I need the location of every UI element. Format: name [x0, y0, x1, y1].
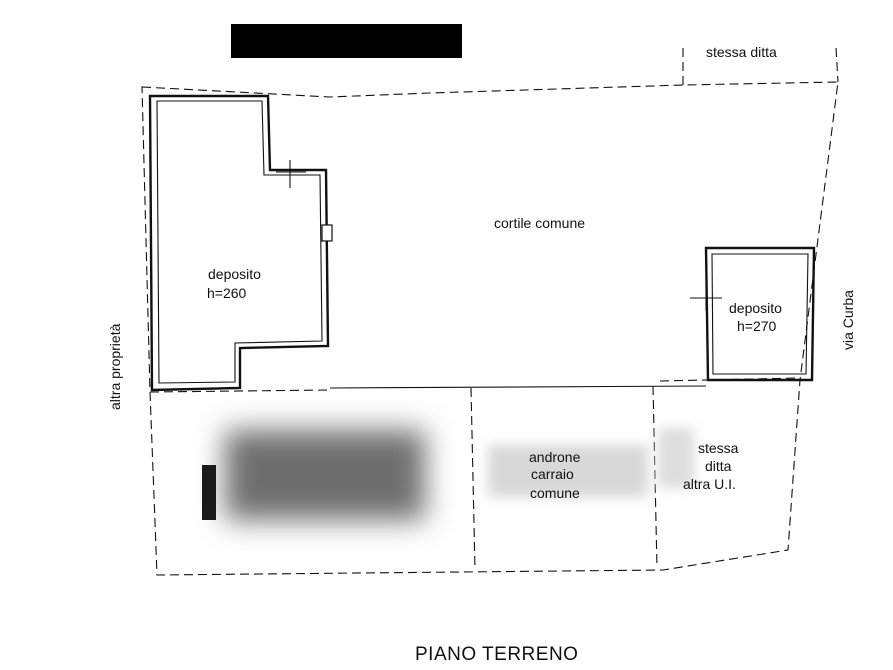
label-androne-3: comune	[530, 485, 580, 501]
deposito-right-walls	[704, 246, 816, 382]
stessa-smudge	[658, 428, 694, 488]
label-stessa-ditta-top: stessa ditta	[706, 44, 777, 60]
label-stessa-3: altra U.I.	[683, 476, 736, 492]
boundary-stessa-ditta-right	[835, 47, 839, 83]
androne-smudge	[488, 445, 648, 497]
deposito-left-inner	[156, 100, 323, 384]
label-deposito-left-height: h=260	[207, 285, 247, 301]
label-stessa-2: ditta	[705, 458, 732, 474]
label-androne-1: androne	[529, 449, 581, 465]
deposito-right-inner	[711, 253, 809, 375]
label-altra-proprieta: altra proprietà	[107, 323, 123, 410]
boundary-lower-top	[149, 389, 331, 393]
label-androne-2: carraio	[531, 466, 574, 482]
label-cortile: cortile comune	[494, 215, 585, 231]
deposito-left-walls	[148, 94, 330, 392]
plan-title: PIANO TERRENO	[415, 644, 578, 665]
redaction-block	[202, 465, 216, 520]
cross-mark-right	[690, 285, 722, 310]
label-deposito-right: deposito	[729, 300, 782, 316]
label-stessa-1: stessa	[698, 440, 739, 456]
boundary-androne-right	[652, 385, 658, 569]
boundary-courtyard-bottom	[329, 385, 707, 389]
redaction-bar	[231, 24, 462, 58]
label-deposito-right-height: h=270	[737, 318, 777, 334]
boundary-androne-left	[470, 387, 476, 571]
window-mark	[321, 224, 333, 242]
redaction-blur	[225, 430, 425, 520]
label-deposito-left: deposito	[208, 266, 261, 282]
cross-mark	[276, 160, 306, 188]
label-via: via Curba	[840, 290, 856, 350]
